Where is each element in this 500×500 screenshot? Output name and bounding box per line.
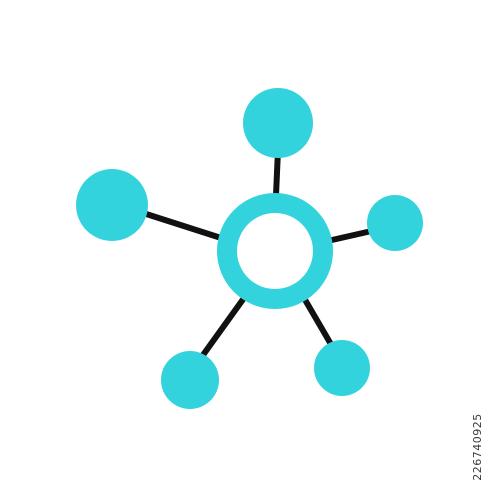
node-top (243, 88, 313, 158)
hub-center (237, 213, 313, 289)
connector-lines (137, 147, 379, 365)
link-left (137, 209, 221, 240)
node-left (76, 169, 148, 241)
link-bottom-right (301, 295, 335, 349)
node-right (367, 195, 423, 251)
stock-id-label: 226740925 (471, 413, 484, 481)
link-bottom-left (195, 295, 247, 365)
node-bottom-right (314, 340, 370, 396)
node-bottom-left (161, 351, 219, 409)
